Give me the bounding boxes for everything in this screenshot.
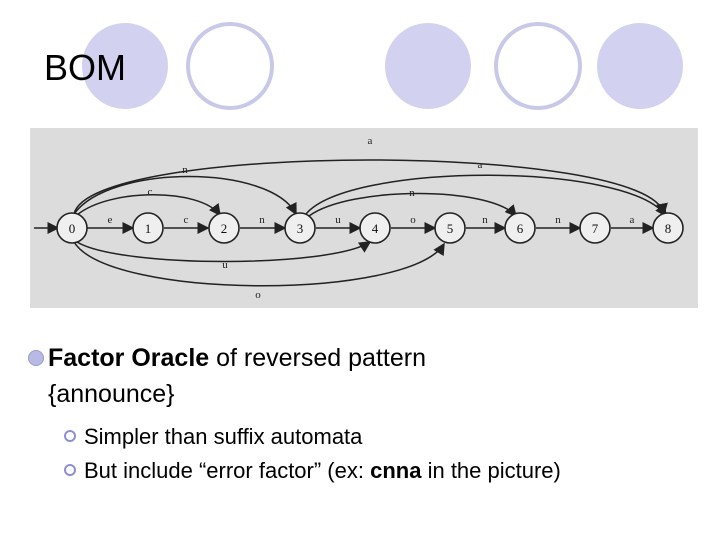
edge-label-0-4: u [222,259,228,271]
state-label-5: 5 [447,221,454,236]
sub-bullet-2-pre: But include “error factor” (ex: [84,458,370,483]
edge-label-0-1: e [108,214,113,226]
edge-label-4-5: o [410,214,416,226]
edge-label-2-3: n [259,214,265,226]
bullet-main-bold: Factor Oracle [48,344,209,372]
edge-label-3-4: u [335,214,341,226]
sub-bullet-ring [64,430,76,442]
bullet-main-line2: {announce} [48,380,175,408]
state-label-8: 8 [665,221,672,236]
sub-bullet-1-text: Simpler than suffix automata [84,424,362,449]
lower-edges [74,242,444,286]
edge-label-0-5: o [255,289,261,301]
sub-bullet-2: But include “error factor” (ex: cnna in … [28,454,708,488]
state-label-0: 0 [69,221,76,236]
edge-label-5-6: n [482,214,488,226]
state-label-6: 6 [517,221,524,236]
state-label-3: 3 [297,221,304,236]
bullet-main-rest: of reversed pattern [209,344,426,372]
deco-circle-5 [597,23,683,109]
state-label-1: 1 [145,221,152,236]
edge-3-8-a [306,175,666,216]
deco-circle-2 [188,24,272,108]
sub-bullet-2-bold: cnna [370,458,421,483]
bullet-main: Factor Oracle of reversed pattern {annou… [28,340,708,412]
sub-bullet-1: Simpler than suffix automata [28,420,708,454]
edge-label-0-2: c [148,186,153,198]
edge-label-1-2: c [184,214,189,226]
edge-label-0-3: n [182,164,188,176]
upper-edges [74,160,666,216]
bullet-list: Factor Oracle of reversed pattern {annou… [28,340,708,488]
factor-oracle-figure: 0 1 2 3 4 5 6 7 8 e c n u o n n a c n a … [30,128,698,308]
factor-oracle-diagram: 0 1 2 3 4 5 6 7 8 e c n u o n n a c n a … [30,128,698,308]
edge-0-3-n [74,177,296,215]
sub-bullet-2-post: in the picture) [421,458,560,483]
edge-label-3-8: a [478,159,483,171]
edge-label-3-6: n [409,187,415,199]
edge-0-8-a [74,160,664,214]
deco-circle-3 [385,23,471,109]
state-label-4: 4 [372,221,379,236]
state-label-7: 7 [592,221,599,236]
slide-title: BOM [44,46,126,90]
edge-label-0-8: a [368,135,373,147]
state-label-2: 2 [221,221,228,236]
sub-bullet-ring [64,464,76,476]
edge-label-6-7: n [555,214,561,226]
edge-label-7-8: a [630,214,635,226]
bullet-dot [28,350,44,366]
edge-0-5-o [74,242,444,286]
deco-circle-4 [496,24,580,108]
